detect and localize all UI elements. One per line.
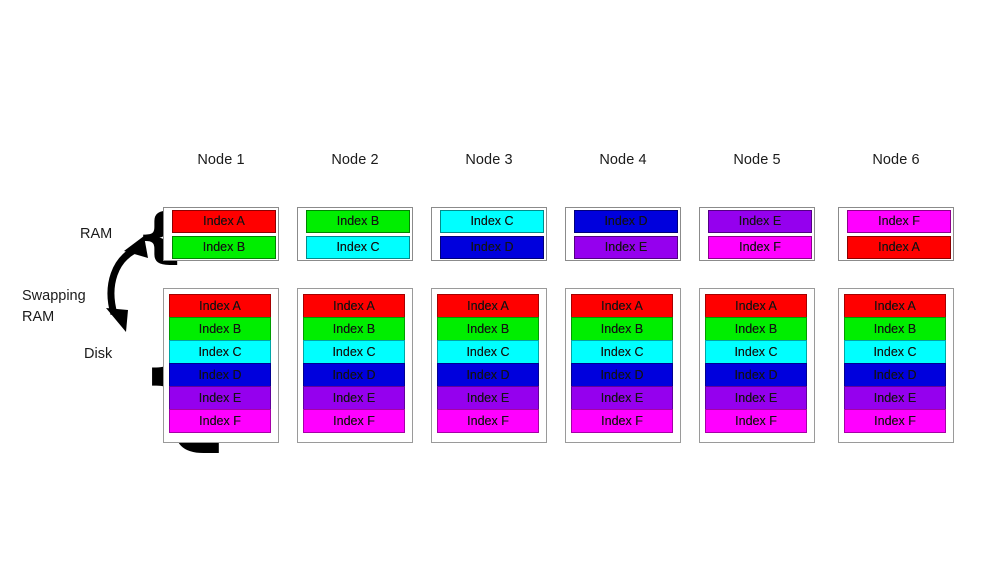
ram-index-bar: Index A <box>847 236 951 259</box>
disk-label: Disk <box>84 346 113 362</box>
disk-index-bar: Index C <box>844 340 946 364</box>
node-2-ram-box: Index B Index C <box>297 207 413 261</box>
disk-index-bar: Index A <box>571 294 673 318</box>
disk-index-bar: Index A <box>844 294 946 318</box>
disk-index-bar: Index F <box>303 409 405 433</box>
disk-index-bar: Index B <box>844 317 946 341</box>
node-header-1: Node 1 <box>197 152 245 168</box>
node-3-ram-box: Index C Index D <box>431 207 547 261</box>
node-5-ram-box: Index E Index F <box>699 207 815 261</box>
disk-index-bar: Index C <box>705 340 807 364</box>
node-header-6: Node 6 <box>872 152 920 168</box>
ram-index-bar: Index F <box>847 210 951 233</box>
ram-index-bar: Index E <box>708 210 812 233</box>
disk-index-bar: Index C <box>437 340 539 364</box>
node-4-ram-box: Index D Index E <box>565 207 681 261</box>
disk-index-bar: Index B <box>571 317 673 341</box>
ram-index-bar: Index F <box>708 236 812 259</box>
disk-index-bar: Index D <box>571 363 673 387</box>
ram-index-bar: Index D <box>574 210 678 233</box>
disk-index-bar: Index D <box>437 363 539 387</box>
disk-index-bar: Index A <box>437 294 539 318</box>
disk-index-bar: Index D <box>303 363 405 387</box>
disk-index-bar: Index C <box>303 340 405 364</box>
disk-index-bar: Index E <box>844 386 946 410</box>
disk-index-bar: Index F <box>169 409 271 433</box>
disk-index-bar: Index A <box>705 294 807 318</box>
disk-index-bar: Index B <box>169 317 271 341</box>
node-1-ram-box: Index A Index B <box>163 207 279 261</box>
ram-index-bar: Index E <box>574 236 678 259</box>
swapping-ram-label: Swapping RAM <box>22 286 86 328</box>
disk-index-bar: Index B <box>705 317 807 341</box>
ram-index-bar: Index B <box>306 210 410 233</box>
node-header-3: Node 3 <box>465 152 513 168</box>
ram-label: RAM <box>80 226 113 242</box>
disk-index-bar: Index E <box>303 386 405 410</box>
ram-index-bar: Index A <box>172 210 276 233</box>
disk-index-bar: Index F <box>705 409 807 433</box>
disk-index-bar: Index E <box>169 386 271 410</box>
disk-index-bar: Index F <box>844 409 946 433</box>
node-6-ram-box: Index F Index A <box>838 207 954 261</box>
swapping-ram-line2: RAM <box>22 309 55 325</box>
disk-index-bar: Index E <box>571 386 673 410</box>
node-header-2: Node 2 <box>331 152 379 168</box>
disk-index-bar: Index F <box>571 409 673 433</box>
swapping-ram-line1: Swapping <box>22 288 86 304</box>
disk-index-bar: Index A <box>303 294 405 318</box>
disk-index-bar: Index D <box>844 363 946 387</box>
disk-index-bar: Index C <box>571 340 673 364</box>
disk-index-bar: Index E <box>437 386 539 410</box>
node-header-5: Node 5 <box>733 152 781 168</box>
disk-index-bar: Index B <box>437 317 539 341</box>
disk-index-bar: Index C <box>169 340 271 364</box>
disk-index-bar: Index F <box>437 409 539 433</box>
disk-index-bar: Index B <box>303 317 405 341</box>
disk-index-bar: Index A <box>169 294 271 318</box>
node-header-4: Node 4 <box>599 152 647 168</box>
swapping-double-arrow-icon <box>106 236 148 332</box>
ram-index-bar: Index C <box>440 210 544 233</box>
ram-index-bar: Index D <box>440 236 544 259</box>
disk-index-bar: Index D <box>169 363 271 387</box>
disk-index-bar: Index D <box>705 363 807 387</box>
disk-index-bar: Index E <box>705 386 807 410</box>
ram-index-bar: Index C <box>306 236 410 259</box>
ram-index-bar: Index B <box>172 236 276 259</box>
